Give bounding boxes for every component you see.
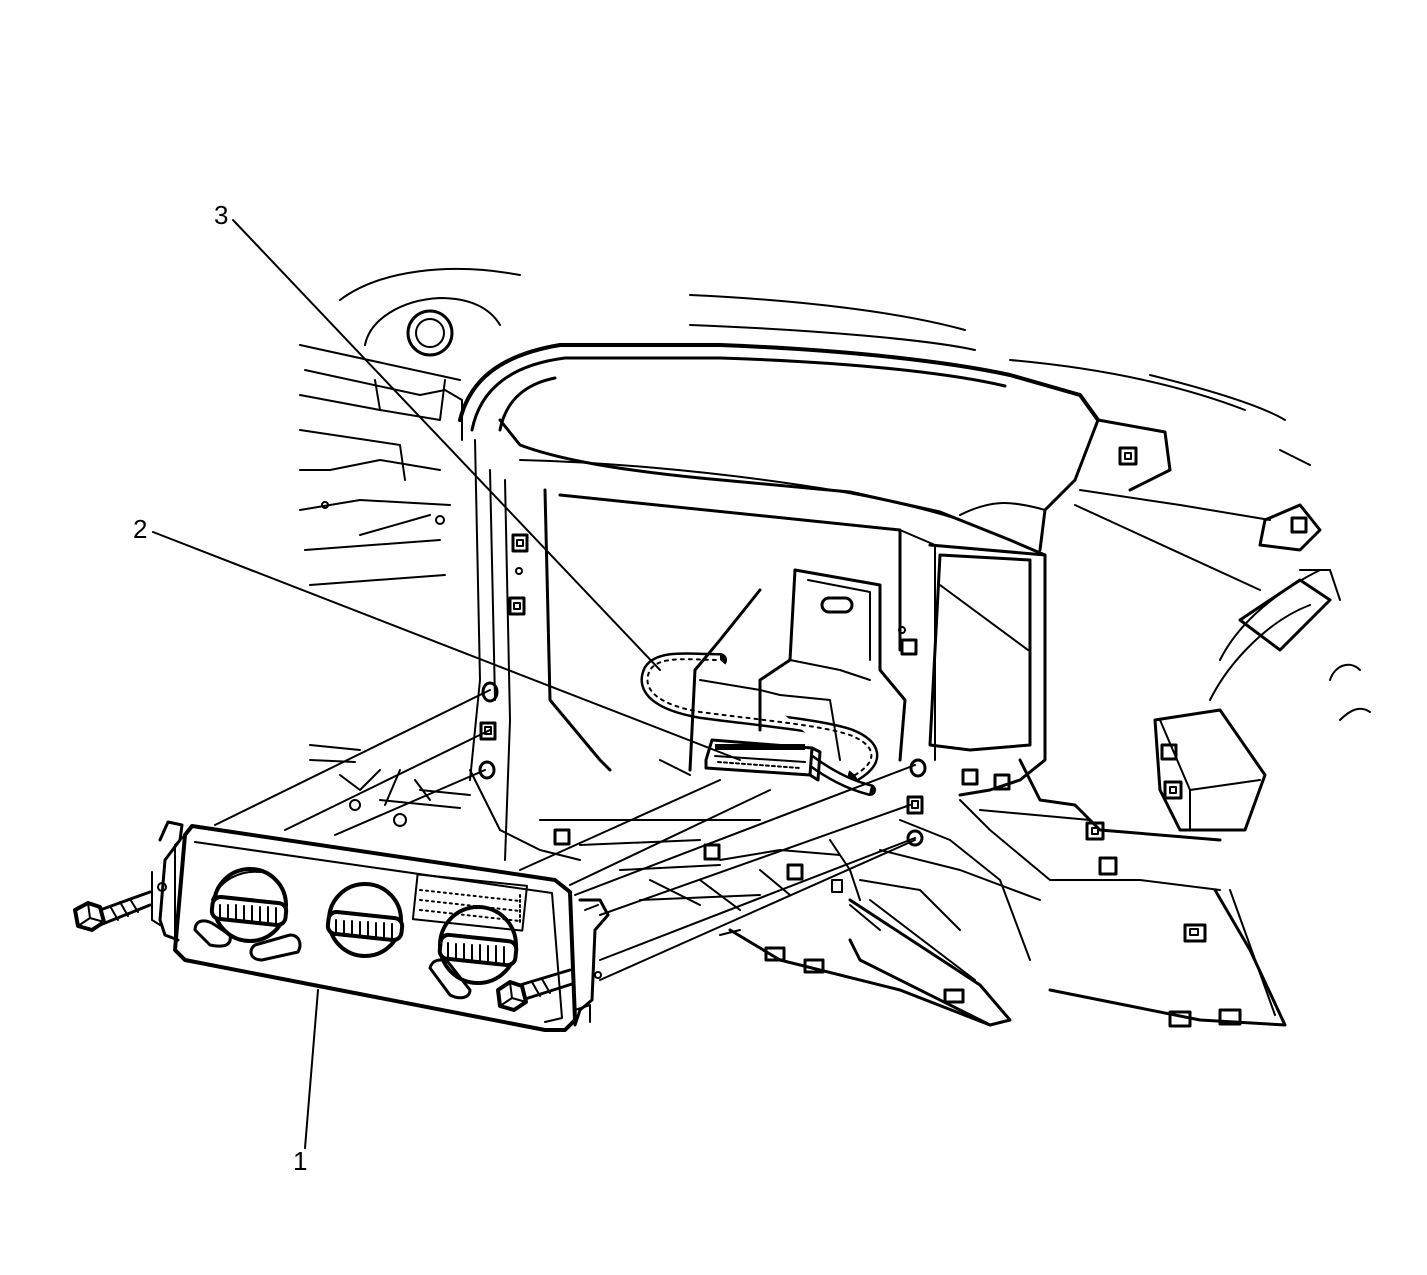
- hvac-control-module: [151, 820, 610, 1032]
- leader-line-2: [152, 531, 741, 761]
- mode-knob: [437, 905, 519, 985]
- right-bolt: [496, 968, 574, 1012]
- left-bolt: [73, 890, 152, 932]
- callout-label-2: 2: [133, 514, 147, 544]
- callout-label-1: 1: [293, 1146, 307, 1176]
- electrical-connector: [704, 738, 822, 782]
- callout-label-3: 3: [214, 200, 228, 230]
- leader-line-3: [232, 219, 661, 671]
- temperature-knob: [209, 867, 289, 943]
- leader-line-1: [304, 989, 319, 1149]
- fan-speed-knob: [325, 882, 405, 958]
- alignment-lines: [214, 689, 916, 981]
- instrument-panel-carrier: [299, 268, 1371, 1028]
- mounting-holes: [478, 681, 927, 847]
- connector-mount-bracket: [688, 568, 907, 772]
- callout-leaders: [152, 219, 741, 1149]
